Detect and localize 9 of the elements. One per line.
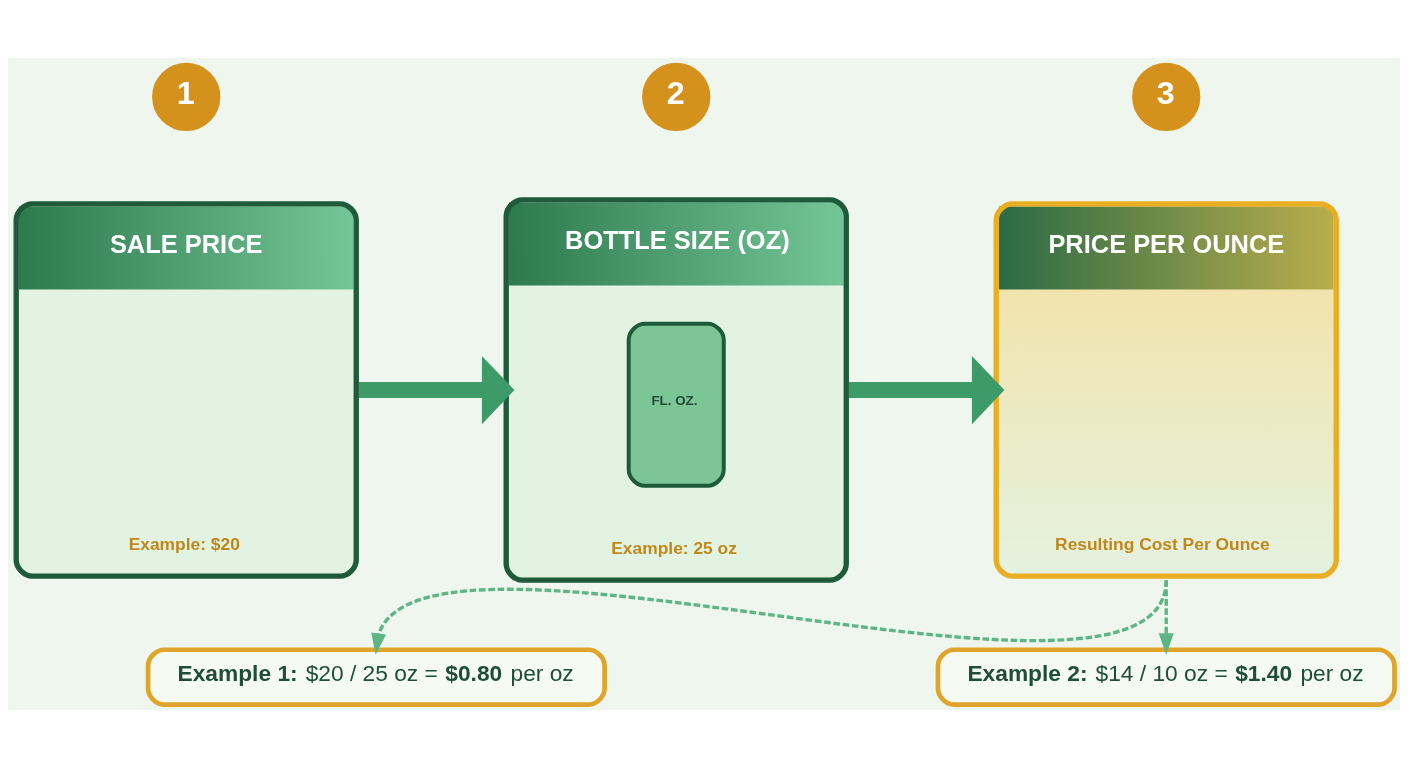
node-circle: 1: [152, 62, 221, 131]
arrow: [1158, 580, 1174, 655]
node-box: Example 1: $20 / 25 oz = $0.80 per oz: [145, 647, 607, 707]
arrow: [371, 579, 1168, 655]
node-box: Example 2: $14 / 10 oz = $1.40 per oz: [935, 647, 1397, 707]
node-circle: 2: [642, 62, 711, 131]
node-circle: 3: [1132, 62, 1201, 131]
arrow: [848, 355, 1005, 425]
arrow: [358, 355, 515, 425]
